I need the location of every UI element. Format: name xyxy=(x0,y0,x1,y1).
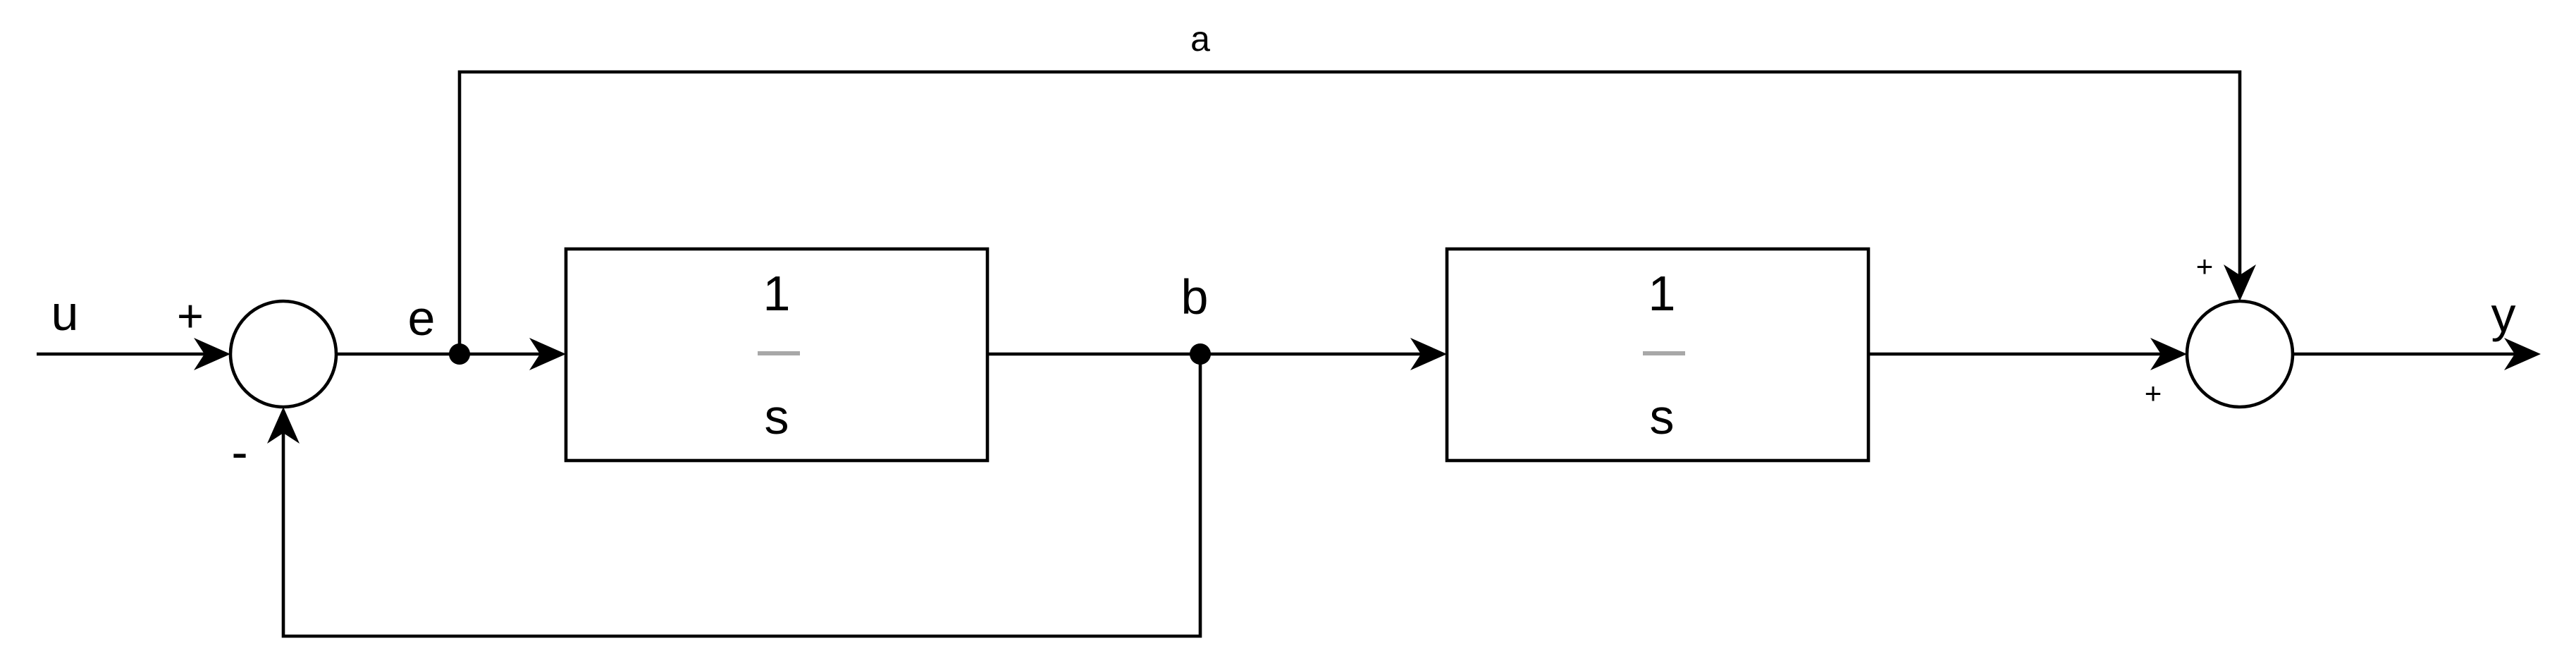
summing-junction-1 xyxy=(228,299,338,409)
branch-point-e xyxy=(449,343,470,365)
junction-2-left-arrowhead xyxy=(2150,338,2187,370)
error-label-e: e xyxy=(408,291,436,346)
input-label-u: u xyxy=(51,286,79,341)
junction-1-plus-sign: + xyxy=(177,290,204,341)
block-1-denominator: s xyxy=(765,389,789,444)
intermediate-label-b: b xyxy=(1181,269,1209,324)
junction-2-top-plus-sign: + xyxy=(2196,250,2214,283)
summing-junction-2 xyxy=(2185,299,2295,409)
block-2-input-arrowhead xyxy=(1410,338,1447,370)
block-1-fraction-bar xyxy=(758,351,800,355)
feedforward-wire xyxy=(457,70,2242,354)
feedforward-arrowhead xyxy=(2224,264,2256,301)
block-2-denominator: s xyxy=(1650,389,1675,444)
feedback-wire xyxy=(281,354,1202,638)
output-arrowhead xyxy=(2504,338,2541,370)
junction-1-minus-sign: - xyxy=(231,425,247,480)
block-1-input-arrowhead xyxy=(529,338,566,370)
junction-2-left-plus-sign: + xyxy=(2145,377,2162,410)
feedforward-label-a: a xyxy=(1190,19,1210,59)
feedback-arrowhead xyxy=(267,407,300,444)
branch-point-b xyxy=(1190,343,1211,365)
block-2-numerator: 1 xyxy=(1648,266,1676,321)
output-label-y: y xyxy=(2491,287,2516,342)
block-2-fraction-bar xyxy=(1643,351,1685,355)
input-arrowhead xyxy=(194,338,230,370)
block-1-numerator: 1 xyxy=(763,266,791,321)
